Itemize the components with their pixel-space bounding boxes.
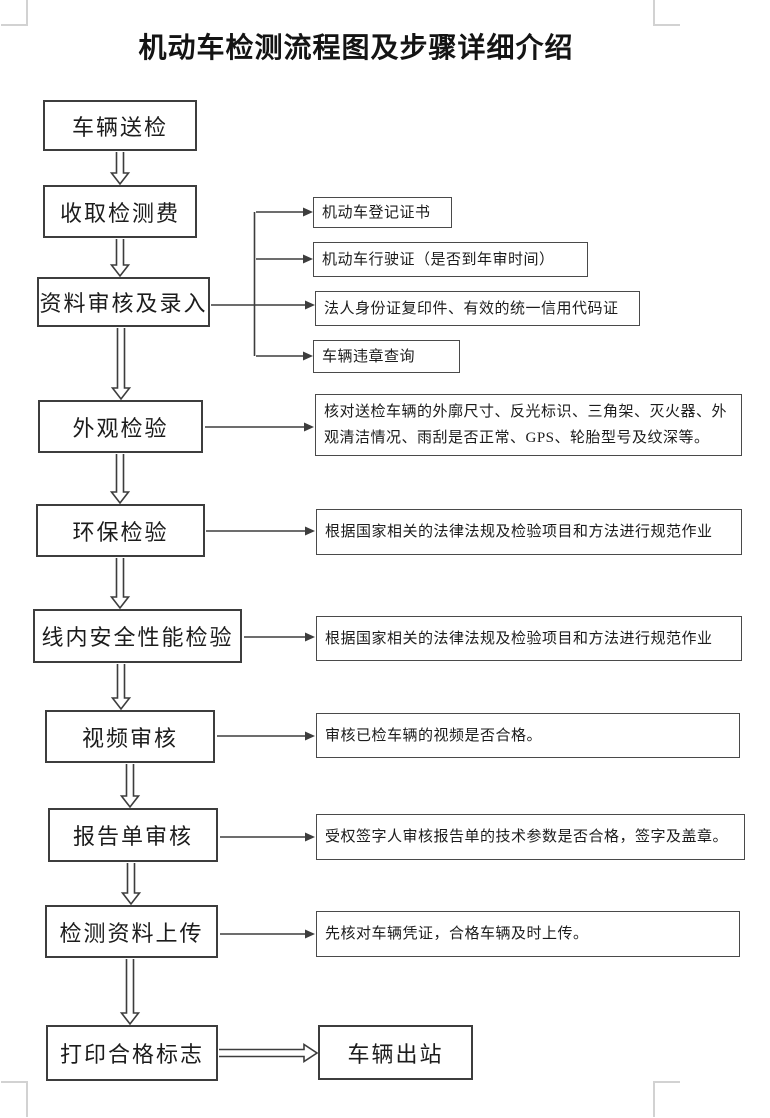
note-upload-detail: 先核对车辆凭证，合格车辆及时上传。 <box>316 911 740 957</box>
flow-step-collect-fee: 收取检测费 <box>43 185 197 238</box>
note-environmental-detail: 根据国家相关的法律法规及检验项目和方法进行规范作业 <box>316 509 742 555</box>
flow-step-video-review: 视频审核 <box>45 710 215 763</box>
down-arrow-icon <box>109 558 131 610</box>
flow-step-print-pass-mark: 打印合格标志 <box>46 1025 218 1081</box>
margin-corner-mark-top-right <box>653 0 680 26</box>
arrowhead-icon <box>304 422 314 432</box>
note-legal-person-id: 法人身份证复印件、有效的统一信用代码证 <box>315 291 640 326</box>
flow-step-appearance-inspection: 外观检验 <box>38 400 203 453</box>
note-registration-certificate: 机动车登记证书 <box>313 197 452 228</box>
arrowhead-icon <box>305 632 315 642</box>
arrowhead-icon <box>305 526 315 536</box>
margin-corner-mark-bottom-right <box>653 1081 680 1117</box>
arrowhead-icon <box>305 300 315 310</box>
down-arrow-icon <box>119 764 141 809</box>
note-appearance-detail: 核对送检车辆的外廓尺寸、反光标识、三角架、灭火器、外观清洁情况、雨刮是否正常、G… <box>315 394 742 456</box>
flow-step-report-review: 报告单审核 <box>48 808 218 862</box>
arrowhead-icon <box>305 731 315 741</box>
right-arrow-icon <box>219 1043 319 1063</box>
note-inline-safety-detail: 根据国家相关的法律法规及检验项目和方法进行规范作业 <box>316 616 742 661</box>
down-arrow-icon <box>119 959 141 1026</box>
down-arrow-icon <box>110 664 132 711</box>
flow-step-vehicle-exit: 车辆出站 <box>318 1025 473 1080</box>
margin-corner-mark-bottom-left <box>1 1081 28 1117</box>
note-driving-license: 机动车行驶证（是否到年审时间） <box>313 242 588 277</box>
arrowhead-icon <box>303 254 313 264</box>
margin-corner-mark-top-left <box>1 0 28 26</box>
arrowhead-icon <box>303 351 313 361</box>
down-arrow-icon <box>109 239 131 278</box>
flow-step-environmental-inspection: 环保检验 <box>36 504 205 557</box>
down-arrow-icon <box>109 454 131 505</box>
down-arrow-icon <box>110 328 132 401</box>
flow-step-inline-safety-inspection: 线内安全性能检验 <box>33 609 242 663</box>
page-title: 机动车检测流程图及步骤详细介绍 <box>138 33 574 64</box>
flow-step-data-upload: 检测资料上传 <box>45 905 218 958</box>
arrowhead-icon <box>305 832 315 842</box>
down-arrow-icon <box>109 152 131 186</box>
note-report-detail: 受权签字人审核报告单的技术参数是否合格，签字及盖章。 <box>316 814 745 860</box>
arrowhead-icon <box>303 207 313 217</box>
down-arrow-icon <box>120 863 142 906</box>
note-video-detail: 审核已检车辆的视频是否合格。 <box>316 713 740 758</box>
note-violation-query: 车辆违章查询 <box>313 340 460 373</box>
arrowhead-icon <box>305 929 315 939</box>
flow-step-data-review-entry: 资料审核及录入 <box>37 277 210 327</box>
flow-step-vehicle-submission: 车辆送检 <box>43 100 197 151</box>
